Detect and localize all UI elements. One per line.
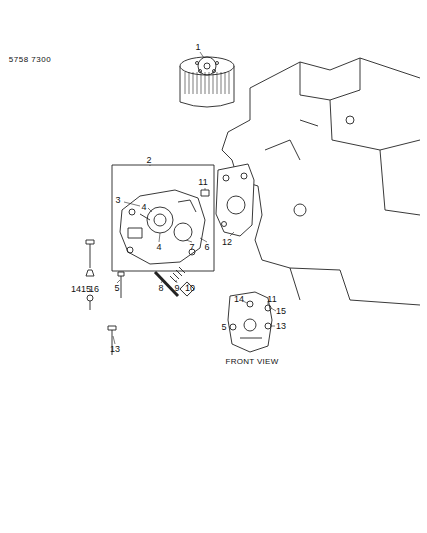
callout-number: 5: [114, 284, 119, 293]
oil-pump: [118, 190, 205, 298]
callout-number: 10: [185, 284, 195, 293]
oil-filter: [180, 57, 234, 107]
callout-number: 11: [198, 178, 207, 187]
callout-number: 12: [222, 238, 232, 247]
callout-number: 3: [115, 196, 120, 205]
leader-lines: [113, 52, 276, 344]
callout-number: 13: [110, 345, 120, 354]
callout-number: 9: [174, 284, 179, 293]
gasket: [216, 164, 254, 236]
callout-number: 5: [221, 323, 226, 332]
view-caption: FRONT VIEW: [225, 358, 278, 366]
callout-number: 4: [156, 243, 161, 252]
bolts: [86, 190, 209, 355]
callout-number: 1: [195, 43, 200, 52]
callout-number: 14: [71, 285, 81, 294]
callout-number: 8: [158, 284, 163, 293]
callout-number: 15: [276, 307, 286, 316]
callout-number: 7: [189, 243, 194, 252]
front-view: [228, 292, 272, 352]
callout-number: 6: [204, 243, 209, 252]
callout-number: 13: [276, 322, 286, 331]
callout-number: 16: [89, 285, 99, 294]
callout-number: 14: [234, 295, 244, 304]
drawing-number: 5758 7300: [9, 56, 51, 64]
callout-number: 4: [141, 203, 146, 212]
callout-number: 11: [267, 295, 276, 304]
callout-number: 2: [146, 156, 151, 165]
assembly-frame: [112, 165, 214, 271]
